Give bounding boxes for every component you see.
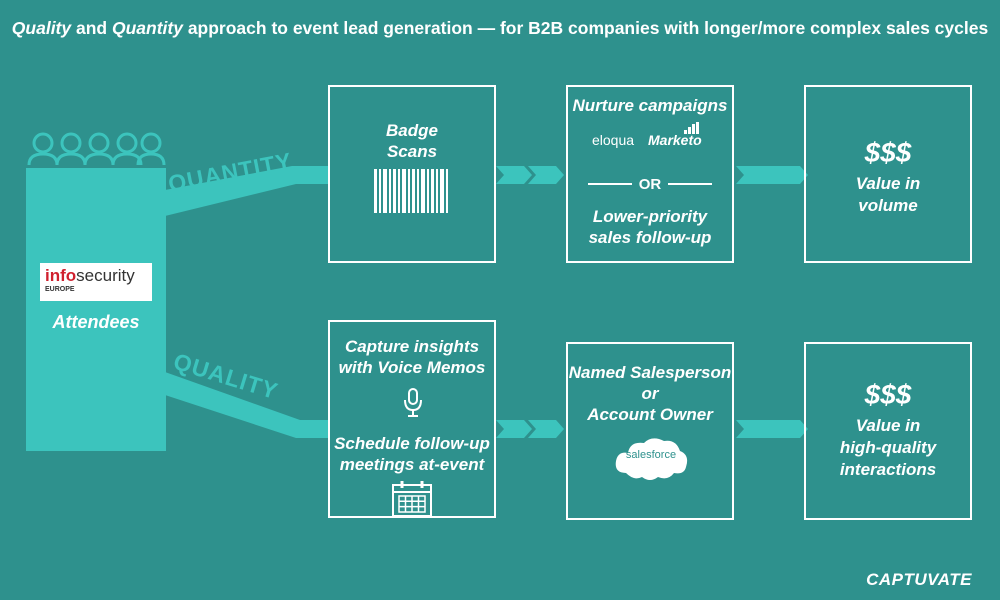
bottom-chevrons bbox=[496, 420, 808, 438]
top-chevrons bbox=[496, 166, 808, 184]
quality-ribbon bbox=[165, 372, 330, 438]
or-rule-right bbox=[668, 183, 712, 185]
value-volume-box bbox=[804, 85, 972, 263]
infosecurity-logo: infosecurity EUROPE bbox=[40, 263, 152, 301]
lower-priority-1: Lower-priority bbox=[592, 207, 708, 226]
lower-priority-2: sales follow-up bbox=[588, 228, 712, 247]
named-3: Account Owner bbox=[587, 405, 713, 424]
value-interactions-2: high-quality bbox=[839, 438, 937, 457]
nurture-box bbox=[566, 85, 734, 263]
dollars-top: $$$ bbox=[864, 137, 912, 168]
value-interactions-box bbox=[804, 342, 972, 520]
value-volume-2: volume bbox=[858, 196, 918, 215]
logo-security-text: security bbox=[76, 266, 135, 285]
badge-scans-title-2: Scans bbox=[386, 142, 438, 161]
badge-scans-title-1: Badge bbox=[386, 121, 438, 140]
captuvate-logo: CAPTUVATE bbox=[866, 570, 972, 589]
nurture-title: Nurture campaigns bbox=[572, 96, 728, 115]
named-1: Named Salesperson bbox=[568, 363, 732, 382]
title-rest: approach to event lead generation — for … bbox=[182, 18, 989, 38]
logo-europe-text: EUROPE bbox=[45, 286, 75, 293]
barcode-icon bbox=[374, 169, 448, 213]
attendees-label: Attendees bbox=[52, 312, 140, 332]
named-salesperson-box bbox=[566, 342, 734, 520]
or-label: OR bbox=[638, 176, 662, 193]
named-2: or bbox=[641, 384, 659, 403]
salesforce-cloud-icon bbox=[615, 438, 688, 480]
schedule-title-2: meetings at-event bbox=[339, 455, 485, 474]
value-volume-1: Value in bbox=[855, 174, 921, 193]
badge-scans-box bbox=[328, 85, 496, 263]
capture-title-1: Capture insights bbox=[344, 337, 480, 356]
marketo-logo: Marketo bbox=[648, 132, 702, 148]
calendar-icon bbox=[392, 481, 432, 517]
attendees-icon bbox=[27, 132, 166, 166]
quantity-ribbon bbox=[165, 166, 330, 216]
schedule-title-1: Schedule follow-up bbox=[334, 434, 490, 453]
attendees-column bbox=[26, 168, 166, 451]
title-quality: Quality bbox=[11, 18, 72, 38]
salesforce-logo-text: salesforce bbox=[625, 449, 677, 461]
logo-info-text: info bbox=[45, 266, 77, 285]
or-rule-left bbox=[588, 183, 632, 185]
value-interactions-1: Value in bbox=[855, 416, 921, 435]
page-title: Quality and Quantity approach to event l… bbox=[0, 18, 1000, 39]
title-and: and bbox=[71, 18, 112, 38]
value-interactions-3: interactions bbox=[839, 460, 937, 479]
dollars-bottom: $$$ bbox=[864, 379, 912, 410]
microphone-icon bbox=[404, 388, 422, 417]
eloqua-logo: eloqua bbox=[592, 132, 635, 148]
title-quantity: Quantity bbox=[111, 18, 183, 38]
capture-title-2: with Voice Memos bbox=[338, 358, 486, 377]
marketo-bars-icon bbox=[684, 122, 699, 134]
